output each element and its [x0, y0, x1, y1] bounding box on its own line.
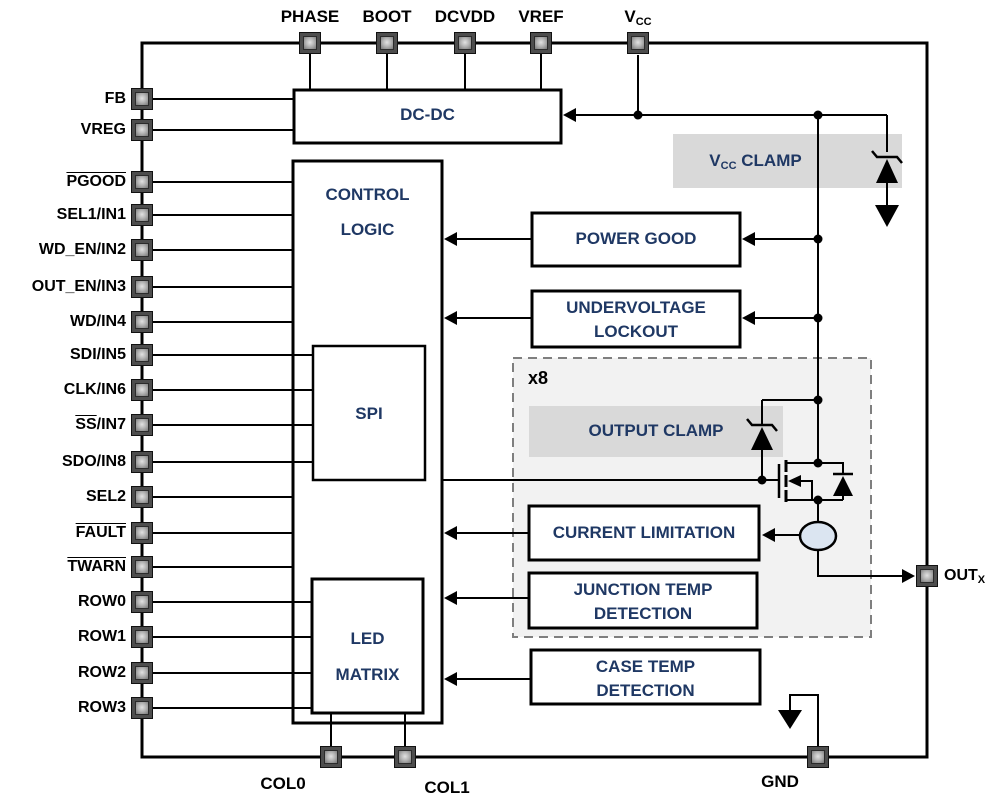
- arrow-uvlo-to-control: [444, 311, 457, 325]
- pin-label-clk-in6: CLK/IN6: [63, 381, 126, 398]
- output-clamp-band: [529, 406, 783, 457]
- pin-label-sel1-in1: SEL1/IN1: [56, 206, 126, 223]
- junction-dots: [633, 110, 823, 505]
- output-clamp-band-label: OUTPUT CLAMP: [588, 421, 724, 440]
- pin-row1: [131, 626, 153, 648]
- pin-vref: [530, 32, 552, 54]
- pin-wden-in2: [131, 239, 153, 261]
- pin-label-row1: ROW1: [78, 628, 126, 645]
- pin-label-vcc: VCC: [624, 7, 652, 28]
- arrow-to-outx: [902, 569, 915, 583]
- current-limitation-block-rect: [527, 504, 761, 562]
- pin-label-phase: PHASE: [280, 7, 340, 26]
- pin-label-sdi-in5: SDI/IN5: [69, 346, 126, 363]
- pin-dcvdd: [454, 32, 476, 54]
- pin-gnd: [807, 746, 829, 768]
- current-limitation-block-label: CURRENT LIMITATION: [552, 523, 736, 542]
- pin-label-vreg: VREG: [80, 121, 126, 138]
- pin-fault: [131, 522, 153, 544]
- dcdc-block-rect: [292, 88, 563, 145]
- vcc-clamp-band-label: VCC CLAMP: [709, 151, 802, 172]
- pin-vreg: [131, 119, 153, 141]
- pin-outx: [916, 565, 938, 587]
- junction-temp-block-label: JUNCTION TEMP DETECTION: [573, 580, 713, 623]
- power-good-block-rect: [530, 211, 742, 268]
- pin-twarn: [131, 556, 153, 578]
- control-logic-block-label: CONTROL LOGIC: [325, 185, 410, 239]
- pin-outen-in3: [131, 276, 153, 298]
- body-diode-triangle: [833, 476, 853, 496]
- pin-label-wden-in2: WD_EN/IN2: [38, 241, 126, 258]
- pin-label-boot: BOOT: [362, 7, 412, 26]
- gnd-arrow-icon: [778, 710, 802, 729]
- pin-label-col1: COL1: [424, 778, 470, 797]
- pin-label-sel2: SEL2: [85, 488, 126, 505]
- arrow-junctemp-to-control: [444, 591, 457, 605]
- junction-temp-block-rect: [527, 571, 759, 630]
- power-good-block-label: POWER GOOD: [575, 229, 697, 248]
- pin-label-outen-in3: OUT_EN/IN3: [31, 278, 126, 295]
- pin-label-col0: COL0: [260, 774, 306, 793]
- undervoltage-lockout-block-rect: [530, 289, 742, 349]
- arrow-powergood-to-control: [444, 232, 457, 246]
- case-temp-block-rect: [529, 648, 762, 706]
- pin-label-twarn: TWARN: [67, 558, 126, 575]
- arrow-currlim-to-control: [444, 526, 457, 540]
- pin-label-sdo-in8: SDO/IN8: [61, 453, 126, 470]
- led-matrix-block-rect: [310, 577, 425, 715]
- mosfet-symbol: [777, 460, 853, 502]
- wires: [153, 54, 903, 746]
- mosfet-bulk-line: [800, 480, 813, 500]
- pin-boot: [376, 32, 398, 54]
- pin-wd-in4: [131, 311, 153, 333]
- spi-block-rect: [311, 344, 427, 482]
- pin-label-dcvdd: DCVDD: [434, 7, 496, 26]
- pin-sdo-in8: [131, 451, 153, 473]
- pin-label-vref: VREF: [518, 7, 564, 26]
- pin-label-fb: FB: [104, 90, 126, 107]
- arrow-casetemp-to-control: [444, 672, 457, 686]
- pin-label-outx: OUTX: [944, 567, 986, 586]
- pin-label-ss-in7: SS/IN7: [75, 416, 126, 433]
- arrow-sensor-to-currlim: [762, 528, 775, 542]
- arrow-into-uvlo: [742, 311, 755, 325]
- pin-label-gnd: GND: [761, 772, 799, 791]
- arrow-into-power-good: [742, 232, 755, 246]
- pin-sel1-in1: [131, 204, 153, 226]
- current-sensor-circle: [798, 520, 838, 552]
- pin-col0: [320, 746, 342, 768]
- pin-clk-in6: [131, 379, 153, 401]
- led-matrix-block-label: LED MATRIX: [335, 629, 400, 684]
- pin-label-row0: ROW0: [78, 593, 126, 610]
- output-clamp-zener-icon: [746, 418, 778, 450]
- mosfet-bulk-arrow: [788, 475, 801, 487]
- dcdc-block-label: DC-DC: [400, 105, 455, 124]
- vcc-clamp-band: [673, 134, 902, 188]
- pin-row3: [131, 697, 153, 719]
- pin-vcc: [627, 32, 649, 54]
- vcc-clamp-zener-icon: [871, 150, 903, 227]
- pin-fb: [131, 88, 153, 110]
- pin-col1: [394, 746, 416, 768]
- pin-label-row2: ROW2: [78, 664, 126, 681]
- x8-multiplier-label: x8: [528, 368, 549, 388]
- pin-label-fault: FAULT: [75, 524, 126, 541]
- pin-ss-in7: [131, 414, 153, 436]
- pin-phase: [299, 32, 321, 54]
- pin-label-pgood: PGOOD: [66, 173, 126, 190]
- undervoltage-lockout-block-label: UNDERVOLTAGE LOCKOUT: [566, 298, 706, 341]
- arrow-into-dcdc: [563, 108, 576, 122]
- pin-row2: [131, 662, 153, 684]
- spi-block-label: SPI: [355, 404, 383, 423]
- pin-pgood: [131, 171, 153, 193]
- pin-label-wd-in4: WD/IN4: [70, 313, 126, 330]
- pin-sdi-in5: [131, 344, 153, 366]
- case-temp-block-label: CASE TEMP DETECTION: [595, 657, 696, 700]
- pin-sel2: [131, 486, 153, 508]
- pin-row0: [131, 591, 153, 613]
- pin-label-row3: ROW3: [78, 699, 126, 716]
- arrowheads: [444, 108, 915, 686]
- ground-arrow-icon: [875, 205, 899, 227]
